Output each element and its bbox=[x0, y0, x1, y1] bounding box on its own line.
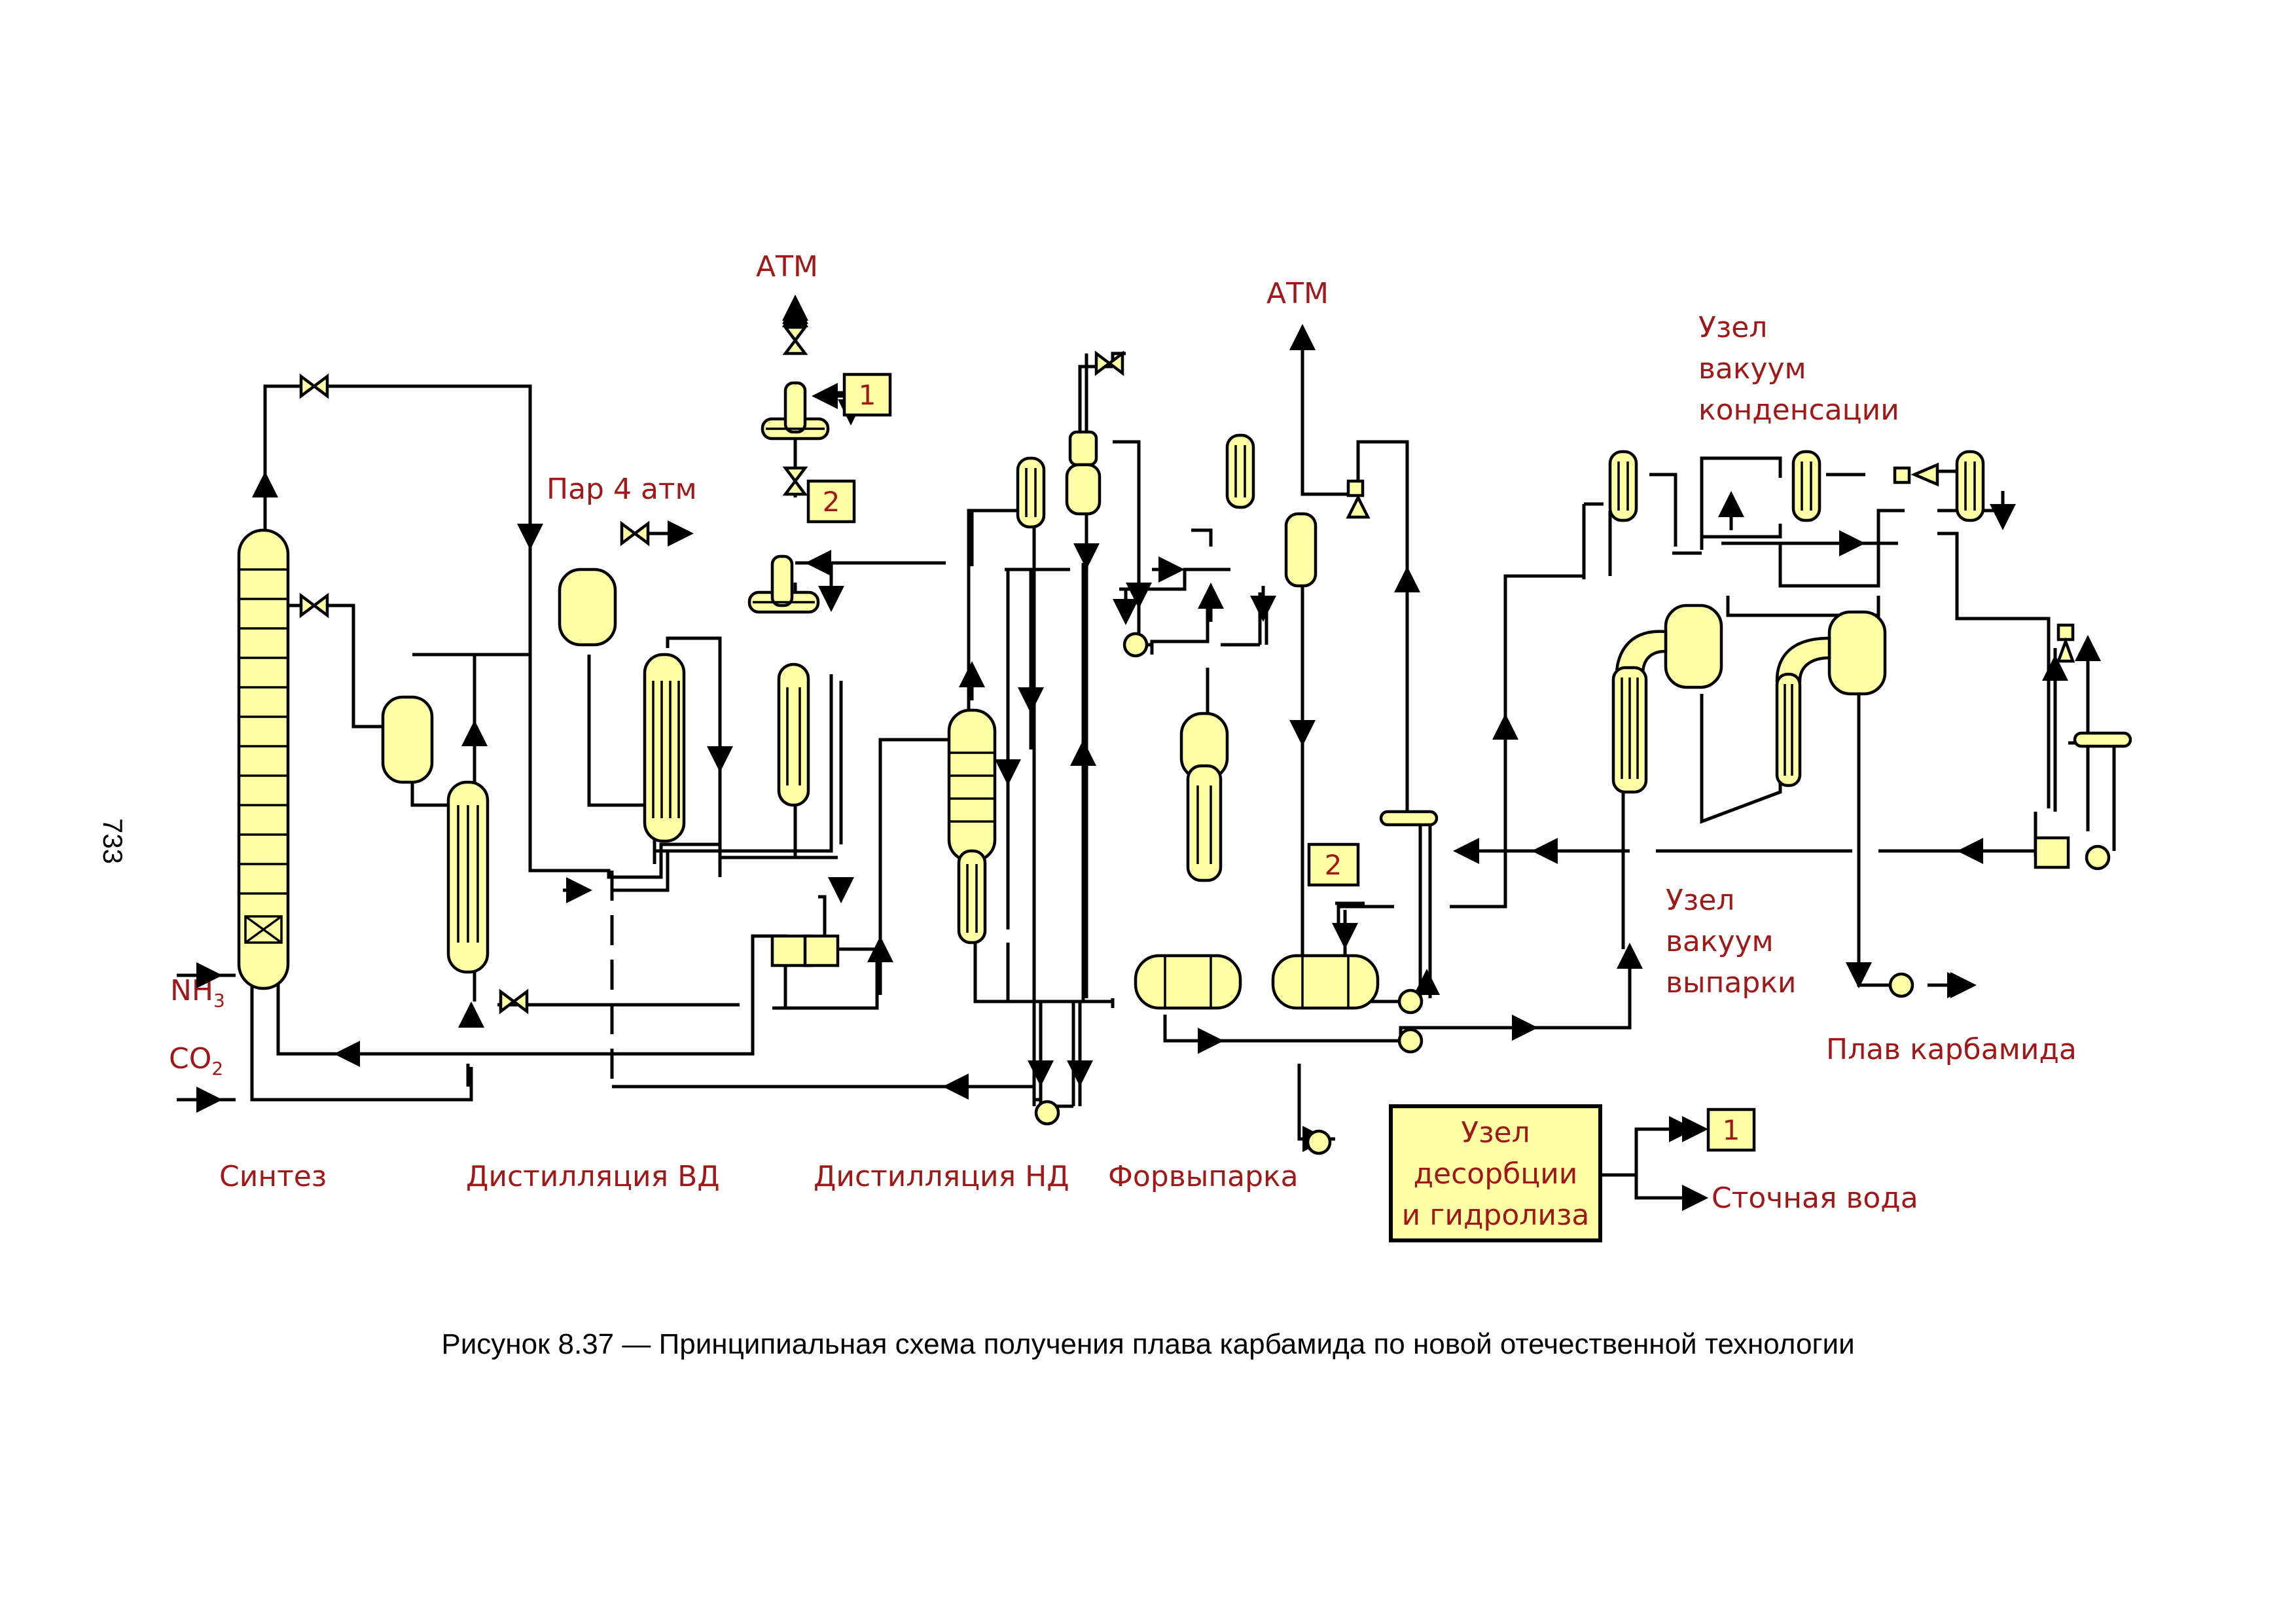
nh3-label: NH3 bbox=[170, 974, 225, 1011]
co2-label: CO2 bbox=[169, 1042, 223, 1079]
desorption-line-3: и гидролиза bbox=[1402, 1199, 1590, 1232]
pump bbox=[1034, 632, 2111, 1155]
marker-1-top-label: 1 bbox=[859, 379, 876, 411]
valve bbox=[299, 325, 1124, 1015]
lp-drum-1 bbox=[1134, 954, 1242, 1010]
hp-heater bbox=[446, 780, 490, 974]
vac-cond-label-2: вакуум bbox=[1698, 352, 1806, 386]
flow-arrows bbox=[177, 295, 1973, 1211]
small-heater-2 bbox=[2073, 731, 2132, 748]
atm-left-label: АТМ bbox=[756, 250, 818, 283]
section-forevaporation: Форвыпарка bbox=[1108, 1160, 1299, 1193]
section-lp-distillation: Дистилляция НД bbox=[814, 1160, 1069, 1193]
urea-melt-label: Плав карбамида bbox=[1826, 1033, 2077, 1066]
process-lines bbox=[180, 298, 2116, 1211]
hp-drum bbox=[558, 568, 617, 647]
vacuum-pump-box bbox=[2034, 836, 2070, 869]
atm-right-label: АТМ bbox=[1266, 277, 1329, 310]
control-element bbox=[1346, 462, 2075, 663]
desorption-line-2: десорбции bbox=[1414, 1157, 1578, 1191]
marker-1-right: 1 bbox=[1706, 1108, 1756, 1152]
condenser-stack bbox=[1016, 430, 1985, 588]
separator-vessel bbox=[381, 695, 434, 784]
vac-cond-label-1: Узел bbox=[1698, 311, 1767, 344]
small-heater bbox=[1379, 810, 1439, 827]
marker-2-mid: 2 bbox=[1307, 842, 1360, 887]
lp-drum-2 bbox=[1271, 954, 1380, 1010]
vacuum-evaporator-1 bbox=[1611, 604, 1723, 794]
hp-exchanger bbox=[643, 653, 686, 843]
vac-evap-label-2: вакуум bbox=[1666, 925, 1774, 958]
marker-2-mid-label: 2 bbox=[1325, 849, 1342, 881]
section-synthesis: Синтез bbox=[219, 1160, 327, 1193]
marker-1-right-label: 1 bbox=[1723, 1114, 1740, 1146]
figure-caption: Рисунок 8.37 — Принципиальная схема полу… bbox=[441, 1328, 1854, 1360]
synthesis-column bbox=[237, 528, 290, 990]
forevaporator bbox=[1179, 712, 1229, 882]
vac-evap-label-3: выпарки bbox=[1666, 966, 1797, 1000]
lp-column bbox=[947, 708, 997, 945]
desorption-line-1: Узел bbox=[1461, 1116, 1530, 1149]
equipment bbox=[237, 325, 2132, 1155]
vac-cond-label-3: конденсации bbox=[1698, 393, 1899, 427]
page-number: 733 bbox=[98, 818, 128, 864]
marker-2-top: 2 bbox=[806, 479, 856, 524]
steam-4atm-label: Пар 4 атм bbox=[547, 473, 697, 506]
top-condenser-1 bbox=[747, 381, 830, 614]
vacuum-evaporator-2 bbox=[1775, 610, 1887, 787]
waste-water-label: Сточная вода bbox=[1712, 1182, 1918, 1215]
section-hp-distillation: Дистилляция ВД bbox=[466, 1160, 720, 1193]
lp-exchanger bbox=[777, 662, 810, 807]
lp-tank bbox=[770, 934, 840, 967]
labels: АТМ АТМ Пар 4 атм NH3 CO2 Узел вакуум ко… bbox=[169, 250, 2077, 1215]
marker-2-top-label: 2 bbox=[823, 486, 840, 518]
marker-1-top: 1 bbox=[842, 372, 892, 417]
desorption-hydrolysis-box: Узел десорбции и гидролиза bbox=[1389, 1104, 1602, 1242]
vac-evap-label-1: Узел bbox=[1666, 884, 1734, 917]
